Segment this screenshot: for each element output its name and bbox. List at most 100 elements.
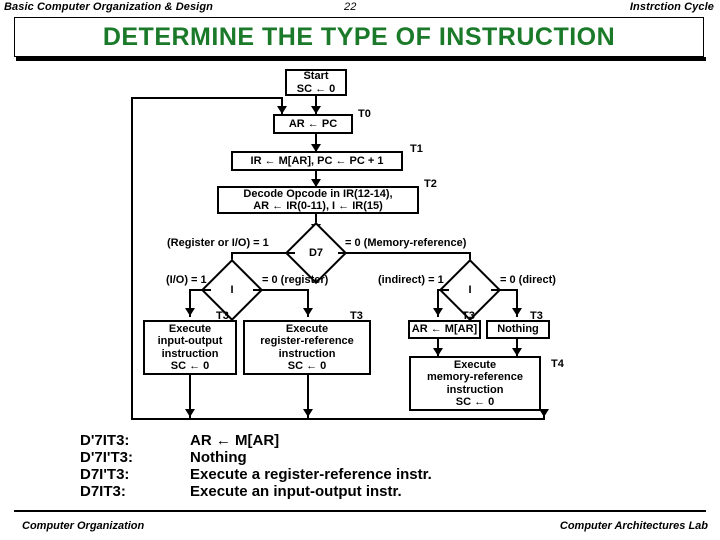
edge-start-to-fetch	[315, 96, 317, 115]
edge-nothing-to-memref	[516, 339, 518, 356]
equation-value: AR ← M[AR]	[190, 432, 280, 449]
equation-value: Execute a register-reference instr.	[190, 466, 432, 483]
left-i-decision-label: I	[230, 284, 234, 296]
right-i-branch-label-0: = 0 (direct)	[500, 274, 556, 286]
timing-label-t3-indirect: T3	[462, 310, 475, 322]
edge-right-i-to-nothing-drop	[516, 289, 518, 317]
execute-io-line4: SC ← 0	[170, 360, 210, 372]
arrowhead-ir-to-decode	[311, 179, 321, 187]
edge-right-i-to-nothing	[491, 289, 518, 291]
equation-row: D'7I'T3: Nothing	[80, 449, 432, 466]
start-box-line2: SC ← 0	[296, 82, 336, 95]
edge-indirect-to-memref	[437, 339, 439, 356]
edge-left-i-to-reg-drop	[307, 289, 309, 317]
execute-memref-box: Execute memory-reference instruction SC …	[409, 356, 541, 411]
nothing-box-text: Nothing	[497, 323, 539, 336]
execute-memref-line1: Execute	[453, 358, 497, 371]
feedback-loop-left-vertical	[131, 97, 133, 420]
edge-io-to-loop	[189, 375, 191, 420]
arrowhead-fetch-to-ir	[311, 144, 321, 152]
edge-left-i-to-reg	[253, 289, 309, 291]
timing-label-t0: T0	[358, 108, 371, 120]
edge-fetch-to-ir	[315, 134, 317, 152]
footer-divider	[14, 510, 706, 512]
header-left-text: Basic Computer Organization & Design	[4, 1, 213, 13]
arrowhead-start-to-fetch	[311, 106, 321, 114]
fetch-instruction-box: IR ← M[AR], PC ← PC + 1	[231, 151, 403, 171]
execute-register-line3: instruction	[278, 347, 336, 360]
right-i-branch-label-1: (indirect) = 1	[378, 274, 444, 286]
fetch-address-text: AR ← PC	[288, 117, 338, 130]
edge-d7-left	[231, 252, 295, 254]
equation-key: D'7I'T3:	[80, 449, 133, 466]
equation-value: Nothing	[190, 449, 247, 466]
d7-decision-label: D7	[308, 247, 324, 259]
start-box-line1: Start	[303, 70, 329, 82]
execute-register-line2: register-reference	[260, 335, 354, 347]
arrowhead-memref-to-loop	[539, 409, 549, 417]
equation-table: D'7IT3: AR ← M[AR] D'7I'T3: Nothing D7I'…	[80, 432, 432, 500]
indirect-address-box: AR ← M[AR]	[408, 320, 481, 339]
arrowhead-right-i-to-nothing	[512, 308, 522, 316]
arrowhead-right-i-to-indirect	[433, 308, 443, 316]
equation-key: D7IT3:	[80, 483, 126, 500]
timing-label-t3-nothing: T3	[530, 310, 543, 322]
feedback-loop-bottom-horizontal	[131, 418, 543, 420]
execute-io-box: Execute input-output instruction SC ← 0	[143, 320, 237, 375]
execute-io-line1: Execute	[168, 322, 212, 335]
footer-left-text: Computer Organization	[22, 520, 145, 532]
nothing-box: Nothing	[486, 320, 550, 339]
execute-io-line3: instruction	[161, 347, 219, 360]
arrowhead-left-i-to-io	[185, 308, 195, 316]
execute-register-line1: Execute	[285, 322, 329, 335]
arrowhead-left-i-to-reg	[303, 308, 313, 316]
equation-row: D7I'T3: Execute a register-reference ins…	[80, 466, 432, 483]
edge-right-i-to-indirect	[437, 289, 449, 291]
left-i-branch-label-0: = 0 (register)	[262, 274, 329, 286]
header-right-text: Instrction Cycle	[629, 1, 714, 13]
decode-box: Decode Opcode in IR(12-14), AR ← IR(0-11…	[217, 186, 419, 214]
equation-key: D7I'T3:	[80, 466, 130, 483]
equation-value: Execute an input-output instr.	[190, 483, 402, 500]
feedback-loop-top-horizontal	[131, 97, 283, 99]
timing-label-t3-io: T3	[216, 310, 229, 322]
edge-register-to-loop	[307, 375, 309, 420]
timing-label-t1: T1	[410, 143, 423, 155]
execute-memref-line4: SC ← 0	[455, 396, 495, 408]
edge-right-i-to-indirect-drop	[437, 289, 439, 317]
equation-row: D'7IT3: AR ← M[AR]	[80, 432, 432, 449]
footer-right-text: Computer Architectures Lab	[559, 520, 708, 532]
edge-left-i-to-io	[189, 289, 211, 291]
timing-label-t3-register: T3	[350, 310, 363, 322]
left-i-branch-label-1: (I/O) = 1	[166, 274, 207, 286]
timing-label-t4: T4	[551, 358, 564, 370]
start-box: Start SC ← 0	[285, 69, 347, 96]
page-title: DETERMINE THE TYPE OF INSTRUCTION	[102, 22, 616, 51]
arrowhead-feedback-to-fetch	[277, 106, 287, 114]
equation-row: D7IT3: Execute an input-output instr.	[80, 483, 432, 500]
execute-register-line4: SC ← 0	[287, 360, 327, 372]
indirect-address-text: AR ← M[AR]	[411, 323, 478, 336]
arrowhead-nothing-to-memref	[512, 348, 522, 356]
execute-io-line2: input-output	[157, 335, 223, 347]
fetch-address-box: AR ← PC	[273, 114, 353, 134]
timing-label-t2: T2	[424, 178, 437, 190]
decode-box-line1: Decode Opcode in IR(12-14),	[243, 187, 393, 200]
d7-right-branch-label: = 0 (Memory-reference)	[345, 237, 467, 249]
title-bar: DETERMINE THE TYPE OF INSTRUCTION	[14, 17, 704, 57]
arrowhead-indirect-to-memref	[433, 348, 443, 356]
edge-left-i-to-io-drop	[189, 289, 191, 317]
arrowhead-io-to-loop	[185, 409, 195, 417]
execute-memref-line2: memory-reference	[427, 371, 523, 383]
page-number: 22	[344, 1, 357, 13]
title-bar-shadow	[16, 57, 706, 61]
d7-left-branch-label: (Register or I/O) = 1	[167, 237, 269, 249]
arrowhead-register-to-loop	[303, 409, 313, 417]
equation-key: D'7IT3:	[80, 432, 130, 449]
execute-memref-line3: instruction	[446, 383, 504, 396]
decode-box-line2: AR ← IR(0-11), I ← IR(15)	[253, 200, 383, 212]
edge-d7-right	[338, 252, 471, 254]
fetch-instruction-text: IR ← M[AR], PC ← PC + 1	[250, 154, 384, 167]
execute-register-box: Execute register-reference instruction S…	[243, 320, 371, 375]
